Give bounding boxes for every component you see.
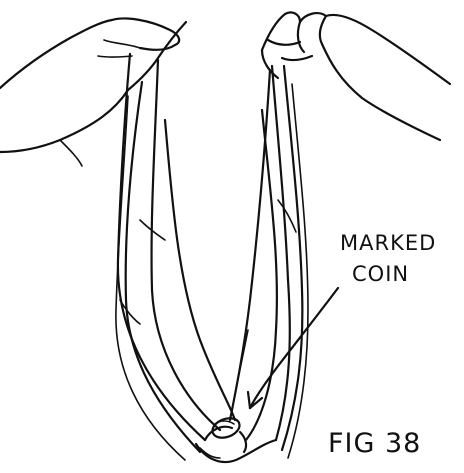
handkerchief-cloth — [116, 54, 308, 462]
callout-arrow — [248, 288, 338, 408]
left-hand — [0, 18, 186, 166]
callout-label-marked: MARKED — [340, 231, 436, 255]
marked-coin — [210, 415, 242, 441]
callout-label-coin: COIN — [352, 262, 409, 286]
figure-caption: FIG 38 — [328, 428, 421, 459]
